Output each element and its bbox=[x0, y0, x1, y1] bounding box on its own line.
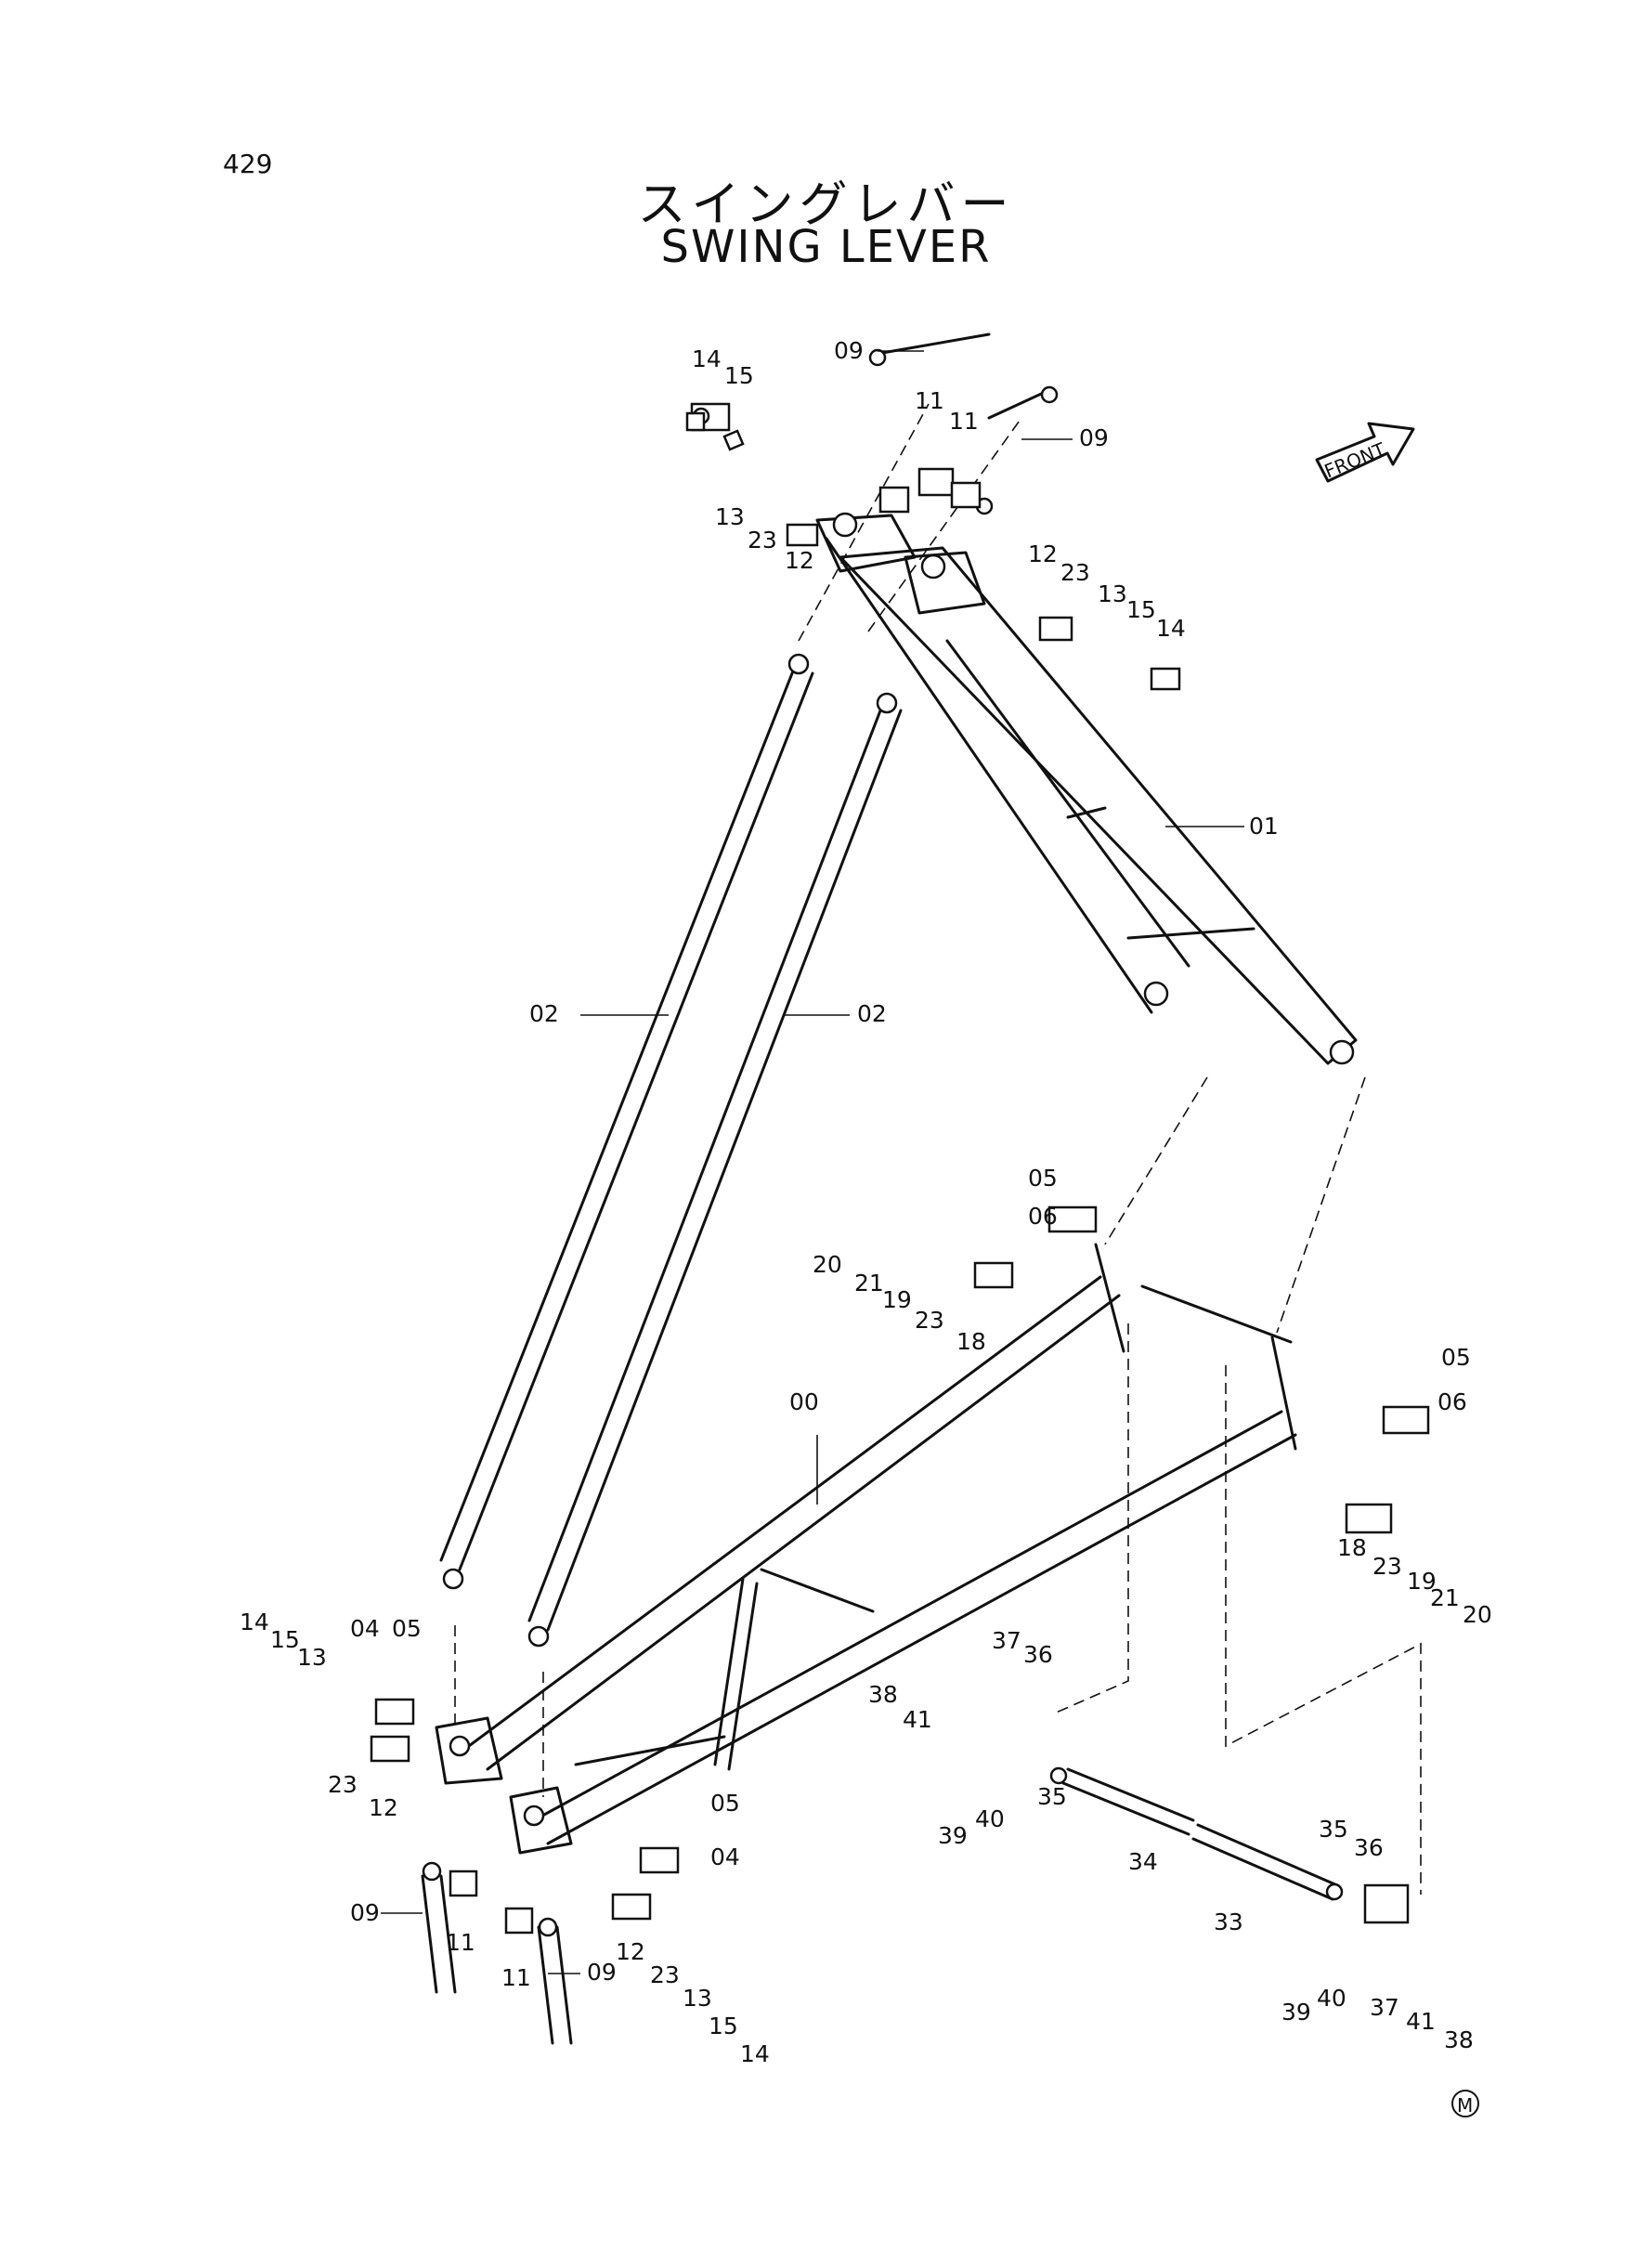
label-00: 00 bbox=[789, 1388, 819, 1415]
shafts bbox=[1049, 1766, 1344, 1901]
label-11: 11 bbox=[915, 387, 944, 414]
label-13: 13 bbox=[1098, 580, 1127, 607]
label-05: 05 bbox=[1028, 1165, 1058, 1192]
label-13: 13 bbox=[683, 1985, 712, 2012]
front-direction-arrow: FRONT bbox=[1315, 422, 1415, 483]
lower-frame bbox=[435, 1243, 1297, 1855]
label-40: 40 bbox=[1317, 1985, 1346, 2012]
label-13: 13 bbox=[297, 1644, 327, 1671]
label-09: 09 bbox=[587, 1959, 617, 1986]
label-41: 41 bbox=[1406, 2008, 1436, 2035]
label-02: 02 bbox=[529, 1000, 559, 1027]
label-36: 36 bbox=[1354, 1834, 1384, 1861]
label-35: 35 bbox=[1319, 1816, 1348, 1843]
label-20: 20 bbox=[1463, 1601, 1492, 1628]
label-37: 37 bbox=[1370, 1994, 1399, 2021]
label-11: 11 bbox=[949, 408, 979, 435]
hardware-parts bbox=[370, 332, 1430, 2045]
label-11: 11 bbox=[446, 1929, 475, 1956]
label-15: 15 bbox=[709, 2013, 738, 2039]
label-21: 21 bbox=[1430, 1584, 1460, 1611]
label-23: 23 bbox=[328, 1771, 358, 1798]
page-number: 429 bbox=[223, 149, 273, 179]
label-15: 15 bbox=[270, 1626, 300, 1653]
label-14: 14 bbox=[240, 1609, 269, 1635]
label-01: 01 bbox=[1249, 813, 1279, 840]
label-38: 38 bbox=[868, 1681, 898, 1708]
label-38: 38 bbox=[1444, 2026, 1474, 2053]
title-japanese: スイングレバー bbox=[637, 177, 1015, 233]
label-15: 15 bbox=[1126, 596, 1156, 623]
label-23: 23 bbox=[1060, 559, 1090, 586]
label-14: 14 bbox=[740, 2040, 770, 2067]
label-05: 05 bbox=[710, 1790, 740, 1817]
label-12: 12 bbox=[1028, 541, 1058, 567]
label-33: 33 bbox=[1214, 1909, 1243, 1935]
label-34: 34 bbox=[1128, 1848, 1158, 1875]
label-09: 09 bbox=[350, 1899, 380, 1926]
label-36: 36 bbox=[1023, 1641, 1053, 1668]
manufacturer-mark: M bbox=[1451, 2090, 1479, 2117]
label-19: 19 bbox=[1407, 1568, 1437, 1595]
label-41: 41 bbox=[903, 1706, 932, 1733]
label-21: 21 bbox=[854, 1270, 884, 1296]
link-rods bbox=[439, 653, 903, 1648]
label-12: 12 bbox=[616, 1938, 645, 1965]
label-09: 09 bbox=[834, 337, 864, 364]
label-23: 23 bbox=[1372, 1553, 1402, 1580]
label-12: 12 bbox=[785, 547, 814, 574]
label-23: 23 bbox=[650, 1961, 680, 1988]
assembly-leaders bbox=[454, 403, 1422, 1895]
label-19: 19 bbox=[882, 1286, 912, 1313]
label-14: 14 bbox=[1156, 615, 1186, 642]
label-09: 09 bbox=[1079, 424, 1109, 451]
svg-text:M: M bbox=[1457, 2094, 1473, 2117]
label-39: 39 bbox=[1281, 1999, 1311, 2026]
title-english: SWING LEVER bbox=[660, 221, 992, 273]
label-05: 05 bbox=[392, 1615, 422, 1642]
label-05: 05 bbox=[1441, 1344, 1471, 1371]
label-06: 06 bbox=[1437, 1388, 1467, 1415]
label-11: 11 bbox=[501, 1964, 531, 1991]
label-04: 04 bbox=[350, 1615, 380, 1642]
label-40: 40 bbox=[975, 1805, 1005, 1832]
label-23: 23 bbox=[915, 1307, 944, 1334]
label-04: 04 bbox=[710, 1844, 740, 1870]
upper-lever-assembly bbox=[815, 512, 1358, 1065]
label-23: 23 bbox=[748, 527, 777, 554]
label-15: 15 bbox=[724, 362, 754, 389]
label-20: 20 bbox=[813, 1251, 842, 1278]
label-35: 35 bbox=[1037, 1783, 1067, 1810]
label-18: 18 bbox=[1337, 1534, 1367, 1561]
label-02: 02 bbox=[857, 1000, 887, 1027]
label-12: 12 bbox=[369, 1794, 398, 1821]
label-13: 13 bbox=[715, 503, 745, 530]
label-37: 37 bbox=[992, 1627, 1021, 1654]
label-18: 18 bbox=[956, 1328, 986, 1355]
label-06: 06 bbox=[1028, 1203, 1058, 1230]
label-leaders bbox=[381, 350, 1244, 1974]
label-14: 14 bbox=[692, 345, 722, 372]
label-39: 39 bbox=[938, 1822, 968, 1849]
